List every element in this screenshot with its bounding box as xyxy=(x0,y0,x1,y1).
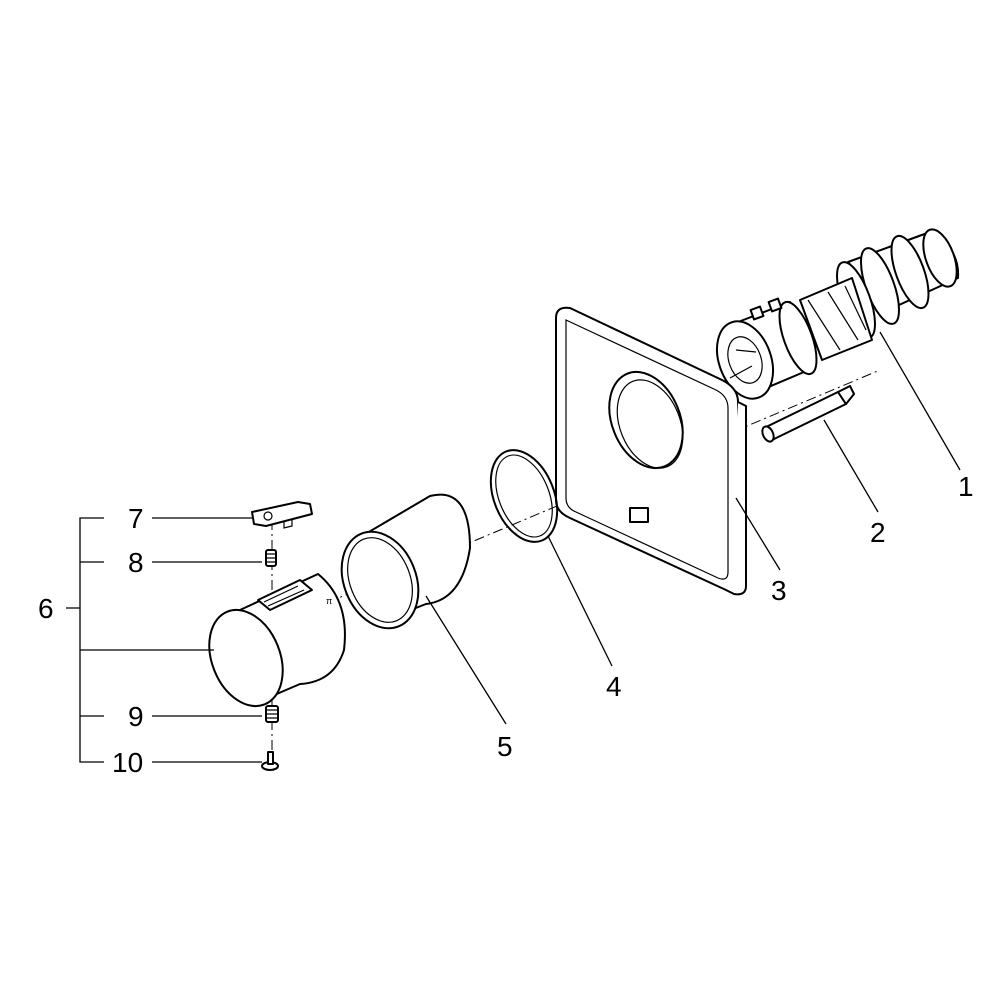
part-4-o-ring xyxy=(489,449,559,543)
part-10-screw xyxy=(261,751,279,771)
part-3-cover-plate xyxy=(555,306,747,596)
brand-logo-mark xyxy=(629,507,649,523)
leader-4 xyxy=(547,535,613,667)
callout-10: 10 xyxy=(112,747,143,778)
callout-2: 2 xyxy=(870,517,886,548)
leader-2 xyxy=(823,419,879,513)
leader-5 xyxy=(425,595,507,725)
part-1-cartridge xyxy=(715,228,960,400)
part-9-fitting xyxy=(265,705,279,723)
leader-3 xyxy=(735,497,781,571)
part-5-sleeve xyxy=(340,493,471,630)
part-2-extension-pin xyxy=(761,385,855,443)
part-7-indicator-cap xyxy=(251,501,313,529)
handle-mark: π xyxy=(326,596,332,606)
part-8-set-screw xyxy=(265,549,277,567)
callout-3: 3 xyxy=(771,575,787,606)
callout-7: 7 xyxy=(128,503,144,534)
callout-6: 6 xyxy=(38,593,54,624)
callout-1: 1 xyxy=(958,471,974,502)
callout-4: 4 xyxy=(606,671,622,702)
callout-5: 5 xyxy=(497,731,513,762)
part-6-handle: π xyxy=(208,573,346,708)
group-bracket-6 xyxy=(66,517,214,763)
callout-8: 8 xyxy=(128,547,144,578)
leader-1 xyxy=(879,331,961,471)
callout-9: 9 xyxy=(128,701,144,732)
